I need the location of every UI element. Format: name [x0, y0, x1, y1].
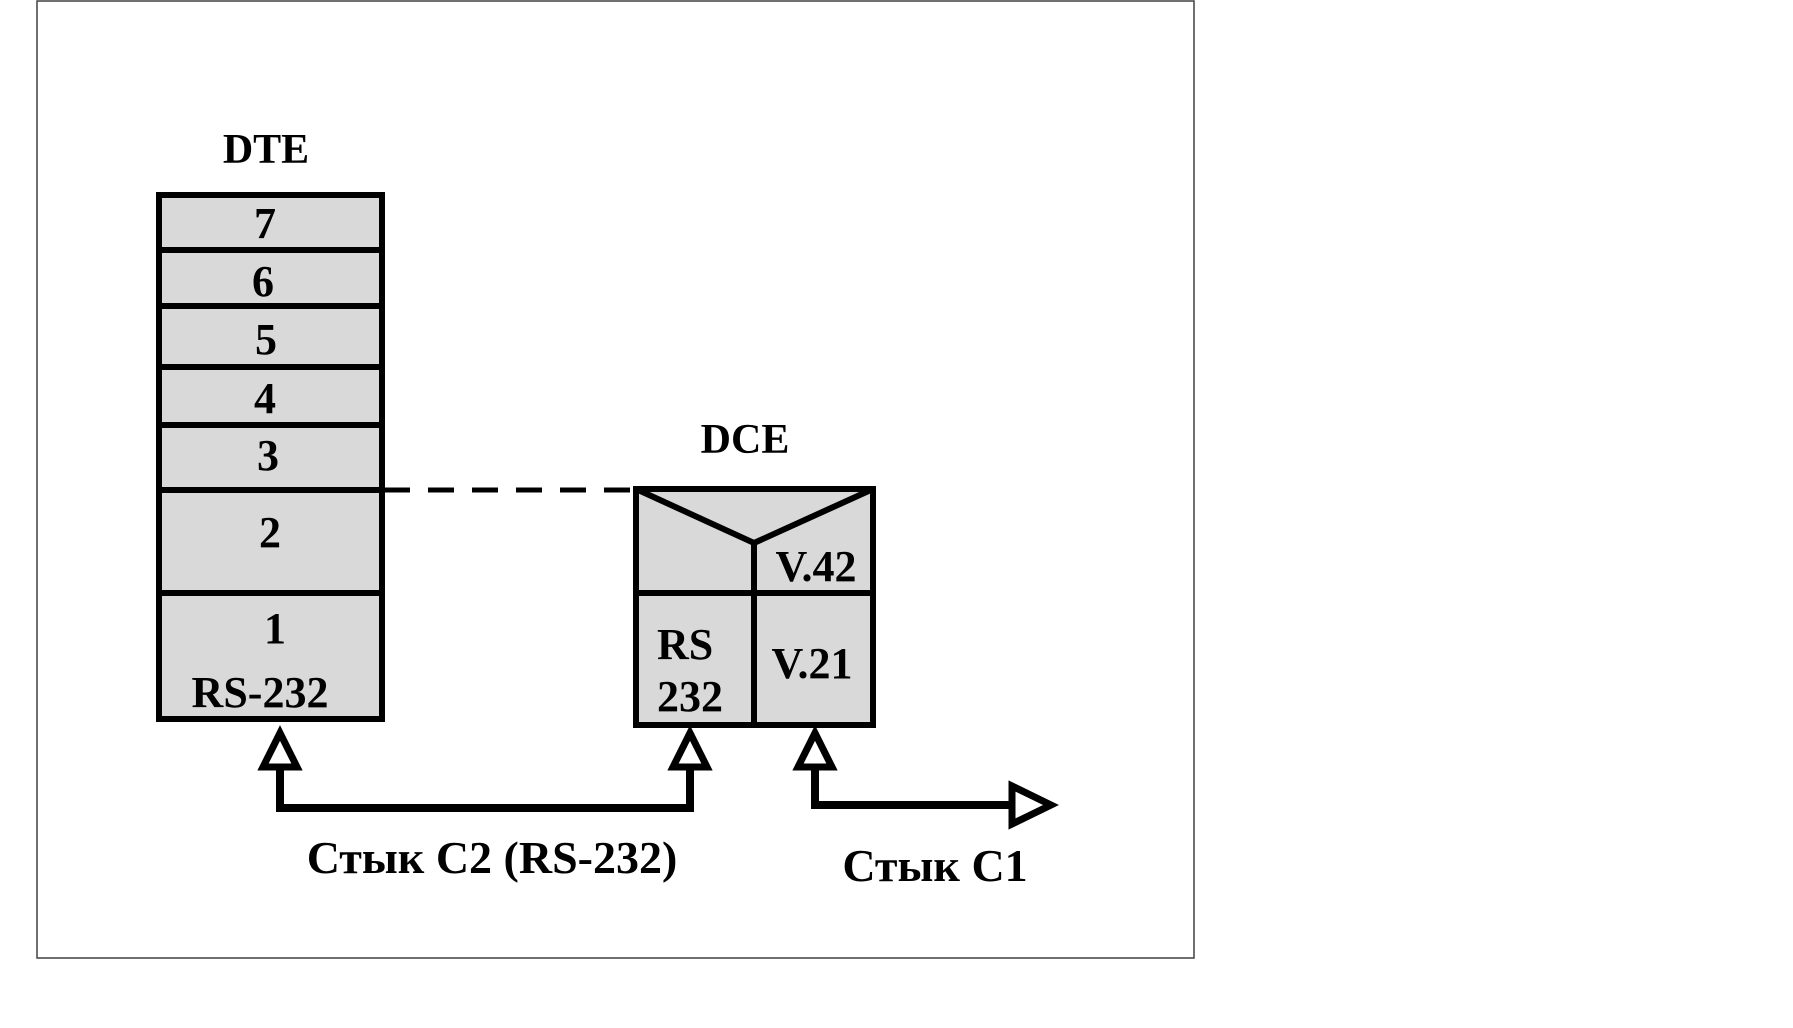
- dce-block: DCE V.42 RS 232 V.21: [633, 417, 876, 728]
- dte-layer-6: 6: [252, 257, 274, 306]
- dce-title: DCE: [701, 417, 790, 463]
- dce-v21-label: V.21: [771, 639, 852, 688]
- dte-layer-4: 4: [254, 374, 276, 423]
- dte-layer-2: 2: [259, 508, 281, 557]
- dte-title: DTE: [223, 127, 309, 173]
- c2-arrowhead-dce: [667, 725, 713, 771]
- c2-connector: Стык С2 (RS-232): [257, 725, 713, 883]
- dte-layer-7: 7: [254, 199, 276, 248]
- c1-interface-label: Стык С1: [842, 840, 1027, 891]
- dte-stack: DTE 7 6 5 4 3 2 1 RS-232: [156, 127, 385, 722]
- dce-v42-label: V.42: [775, 542, 856, 591]
- dte-layer-1: 1: [264, 604, 286, 653]
- c1-connector: Стык С1: [792, 725, 1059, 891]
- dte-layer-5: 5: [255, 315, 277, 364]
- c1-arrowhead-up: [792, 725, 838, 771]
- dte-box: [156, 192, 385, 722]
- dte-physical-label: RS-232: [192, 668, 329, 717]
- dce-rs-label-line2: 232: [657, 672, 723, 721]
- c2-interface-label: Стык С2 (RS-232): [307, 832, 678, 883]
- c1-connector-line: [811, 768, 1010, 809]
- c2-arrowhead-dte: [257, 725, 303, 771]
- dte-layer-3: 3: [257, 431, 279, 480]
- dce-rs-label-line1: RS: [657, 620, 713, 669]
- c1-arrowhead-right: [1008, 780, 1059, 830]
- c2-connector-line: [276, 768, 694, 812]
